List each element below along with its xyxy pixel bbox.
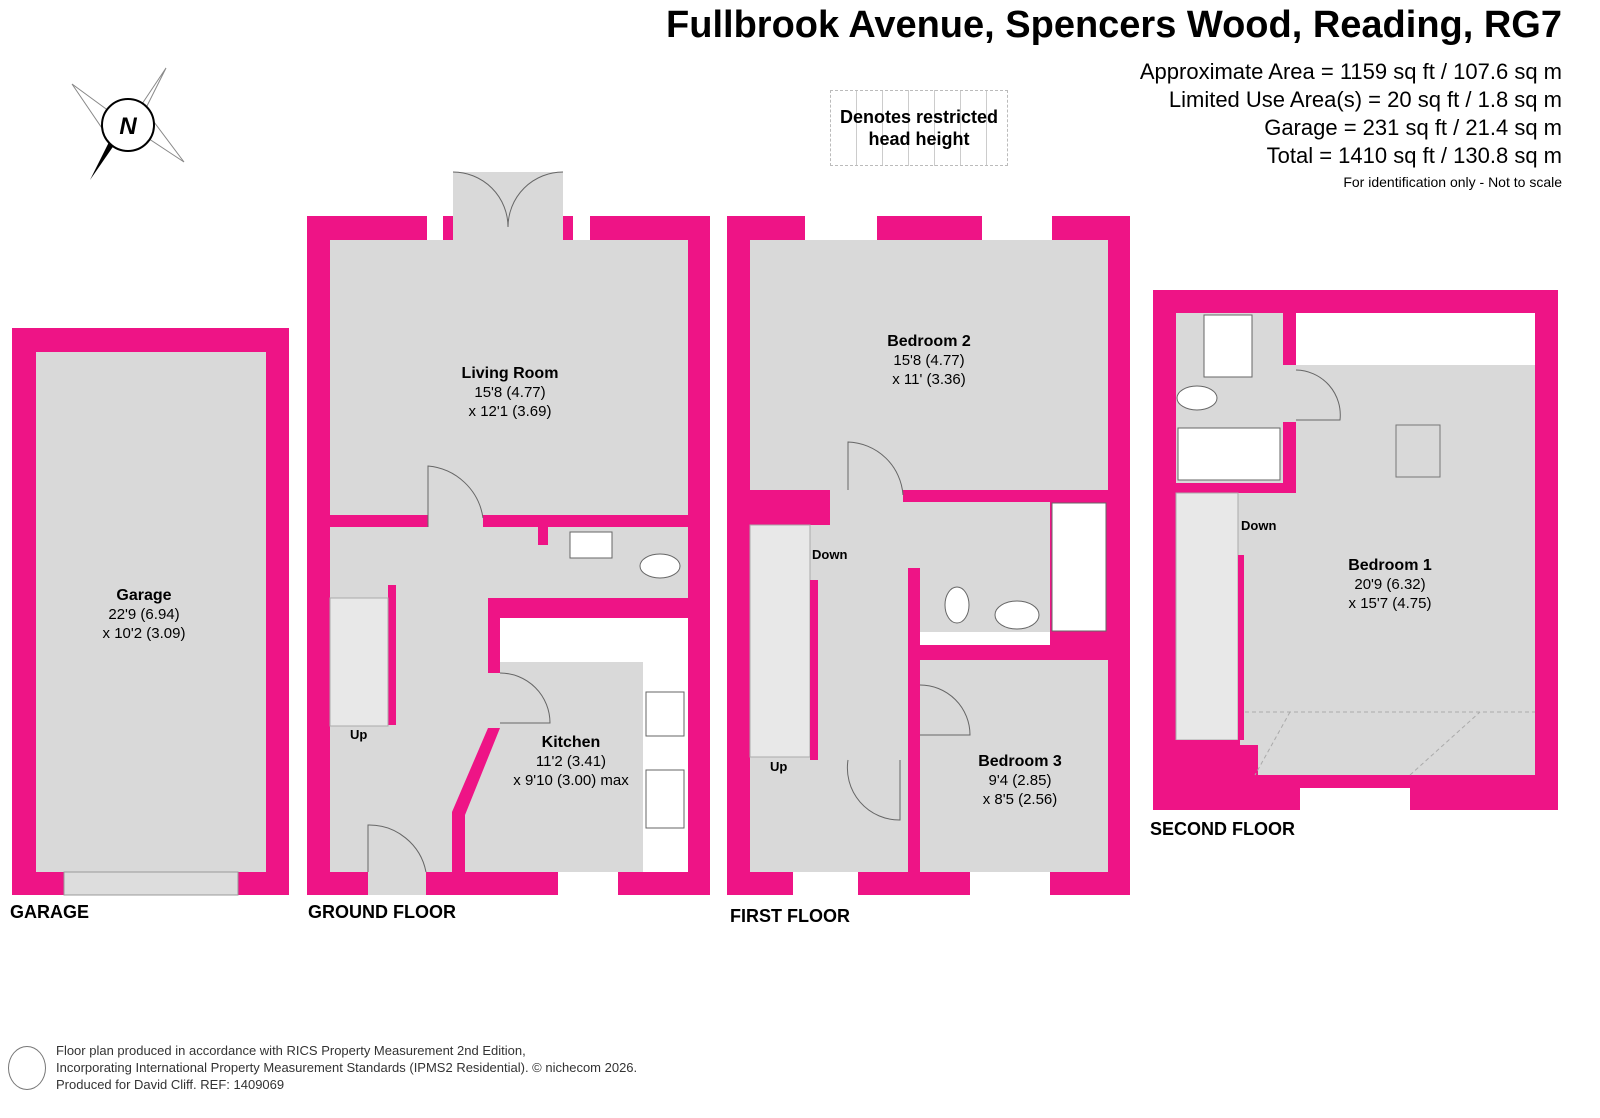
area-summary: Approximate Area = 1159 sq ft / 107.6 sq… bbox=[1140, 58, 1562, 194]
stairs-up-first: Up bbox=[770, 759, 787, 774]
living-dim1: 15'8 (4.77) bbox=[474, 384, 545, 401]
bedroom3-dim2: x 8'5 (2.56) bbox=[983, 791, 1058, 808]
first-floor-plan: Bedroom 2 15'8 (4.77) x 11' (3.36) Bedro… bbox=[727, 216, 1130, 926]
bedroom2-dim1: 15'8 (4.77) bbox=[893, 352, 964, 369]
garage-name: Garage bbox=[116, 587, 171, 604]
stairs-down-second: Down bbox=[1241, 518, 1276, 533]
footer-line1: Floor plan produced in accordance with R… bbox=[56, 1043, 526, 1058]
garage-dim1: 22'9 (6.94) bbox=[108, 606, 179, 623]
bedroom3-dim1: 9'4 (2.85) bbox=[989, 772, 1052, 789]
area-total: Total = 1410 sq ft / 130.8 sq m bbox=[1266, 143, 1562, 168]
kitchen-name: Kitchen bbox=[542, 734, 601, 751]
bedroom1-dim2: x 15'7 (4.75) bbox=[1349, 595, 1432, 612]
bedroom2-dim2: x 11' (3.36) bbox=[892, 371, 965, 388]
stairs-up-ground: Up bbox=[350, 727, 367, 742]
area-garage: Garage = 231 sq ft / 21.4 sq m bbox=[1264, 115, 1562, 140]
compass-icon: N bbox=[71, 67, 185, 180]
bedroom2-name: Bedroom 2 bbox=[887, 333, 971, 350]
bedroom1-dim1: 20'9 (6.32) bbox=[1354, 576, 1425, 593]
living-name: Living Room bbox=[462, 365, 559, 382]
scale-note: For identification only - Not to scale bbox=[1343, 174, 1562, 190]
legend-line2: head height bbox=[868, 129, 970, 149]
legend-line1: Denotes restricted bbox=[839, 107, 999, 127]
floor-label-ground: GROUND FLOOR bbox=[308, 902, 456, 922]
area-approx: Approximate Area = 1159 sq ft / 107.6 sq… bbox=[1139, 59, 1562, 84]
footer-line2: Incorporating International Property Mea… bbox=[56, 1060, 638, 1075]
bedroom3-name: Bedroom 3 bbox=[978, 753, 1062, 770]
ground-floor-plan: Living Room 15'8 (4.77) x 12'1 (3.69) Ki… bbox=[307, 171, 710, 922]
second-floor-plan: Bedroom 1 20'9 (6.32) x 15'7 (4.75) Down… bbox=[1150, 290, 1558, 839]
footer: Floor plan produced in accordance with R… bbox=[56, 1042, 637, 1093]
stairs-down-first: Down bbox=[812, 547, 847, 562]
garage-plan: Garage 22'9 (6.94) x 10'2 (3.09) GARAGE bbox=[10, 328, 289, 922]
kitchen-dim1: 11'2 (3.41) bbox=[536, 753, 606, 770]
property-title: Fullbrook Avenue, Spencers Wood, Reading… bbox=[666, 4, 1562, 46]
living-dim2: x 12'1 (3.69) bbox=[469, 403, 552, 420]
kitchen-dim2: x 9'10 (3.00) max bbox=[513, 772, 629, 789]
footer-produced-for: Produced for David Cliff. REF: bbox=[56, 1077, 230, 1092]
garage-dim2: x 10'2 (3.09) bbox=[103, 625, 186, 642]
person-icon bbox=[8, 1046, 46, 1090]
bedroom1-name: Bedroom 1 bbox=[1348, 557, 1432, 574]
floor-label-second: SECOND FLOOR bbox=[1150, 819, 1295, 839]
restricted-height-legend: Denotes restricted head height bbox=[830, 90, 1008, 166]
footer-ref: 1409069 bbox=[233, 1077, 285, 1092]
area-limited: Limited Use Area(s) = 20 sq ft / 1.8 sq … bbox=[1168, 87, 1562, 112]
compass-label: N bbox=[119, 113, 137, 140]
floor-label-first: FIRST FLOOR bbox=[730, 906, 850, 926]
floor-label-garage: GARAGE bbox=[10, 902, 89, 922]
